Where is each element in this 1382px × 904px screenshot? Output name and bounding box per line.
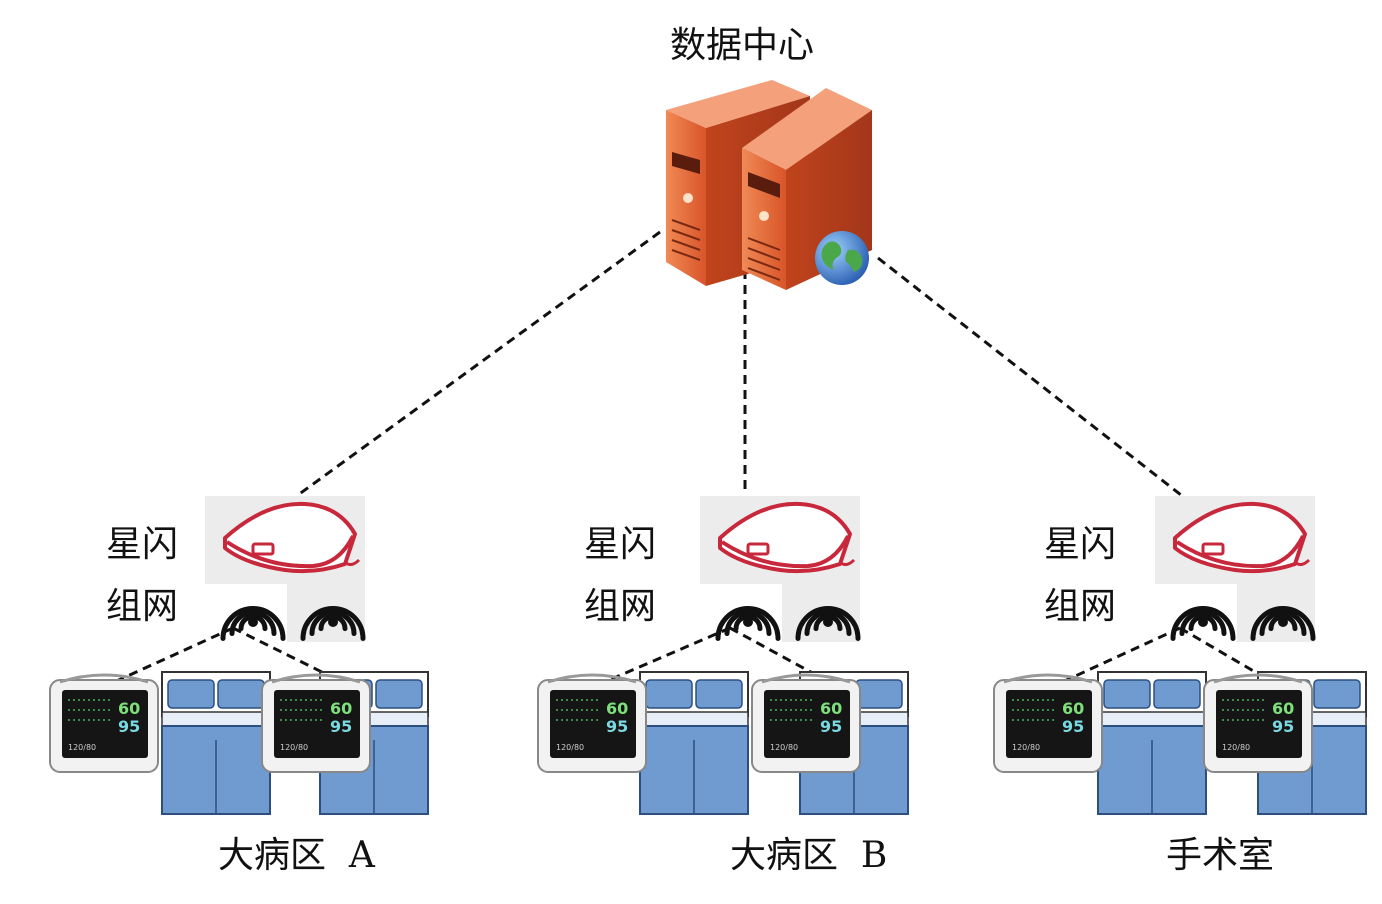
router-icon (1155, 496, 1316, 642)
monitor-value-top: 60 (606, 699, 628, 718)
monitor-value-bottom: 95 (118, 717, 140, 736)
router-icon (700, 496, 861, 642)
downlink-line (1057, 626, 1181, 686)
downlink-line (599, 626, 731, 686)
mesh-label-line: 组网 (1044, 586, 1117, 627)
area-label-b: 大病区 B (730, 835, 888, 876)
mesh-label-line: 星闪 (106, 524, 179, 565)
hospital-bed-icon (161, 671, 271, 815)
mesh-label-line: 星闪 (584, 524, 657, 565)
monitor-value-bottom: 95 (1272, 717, 1294, 736)
downlink-line (1179, 626, 1263, 678)
server-unit (742, 88, 872, 290)
downlink-line (109, 626, 234, 686)
globe-icon (815, 231, 869, 285)
uplink-lines (297, 230, 1191, 504)
monitor-value-bottom: 95 (820, 717, 842, 736)
monitor-bp-value: 120/80 (556, 743, 584, 752)
hospital-bed-icon (639, 671, 749, 815)
mesh-label-line: 组网 (584, 586, 657, 627)
monitor-value-top: 60 (118, 699, 140, 718)
uplink-line-a (297, 230, 661, 497)
wifi-signal-icon (1250, 606, 1316, 641)
downlink-line (232, 626, 331, 678)
downlink-line (729, 626, 819, 678)
monitor-value-top: 60 (1062, 699, 1084, 718)
wifi-signal-icon (795, 606, 861, 641)
data-center-title: 数据中心 (670, 25, 815, 66)
router-icon (205, 496, 366, 642)
monitor-value-top: 60 (1272, 699, 1294, 718)
monitor-bp-value: 120/80 (1222, 743, 1250, 752)
hospital-bed-icon (1097, 671, 1207, 815)
mesh-label-a: 星闪 组网 (106, 514, 178, 638)
mesh-label-c: 星闪 组网 (1044, 514, 1116, 638)
wifi-signal-icon (715, 606, 781, 641)
area-label-c: 手术室 (1166, 835, 1275, 876)
monitor-value-bottom: 95 (330, 717, 352, 736)
router-group (205, 496, 1316, 642)
wifi-signal-icon (300, 606, 366, 641)
wifi-signal-icon (220, 606, 286, 641)
server-icon (666, 80, 872, 290)
monitor-bp-value: 120/80 (68, 743, 96, 752)
monitor-value-bottom: 95 (606, 717, 628, 736)
patient-areas: 6095120/806095120/806095120/806095120/80… (49, 671, 1367, 815)
uplink-line-c (877, 256, 1191, 504)
monitor-bp-value: 120/80 (770, 743, 798, 752)
monitor-value-top: 60 (330, 699, 352, 718)
mesh-label-b: 星闪 组网 (584, 514, 656, 638)
mesh-label-line: 星闪 (1044, 524, 1117, 565)
monitor-value-bottom: 95 (1062, 717, 1084, 736)
monitor-value-top: 60 (820, 699, 842, 718)
monitor-bp-value: 120/80 (280, 743, 308, 752)
mesh-label-line: 组网 (106, 586, 179, 627)
monitor-bp-value: 120/80 (1012, 743, 1040, 752)
area-label-a: 大病区 A (218, 835, 375, 876)
downlink-lines (109, 626, 1263, 686)
wifi-signal-icon (1170, 606, 1236, 641)
